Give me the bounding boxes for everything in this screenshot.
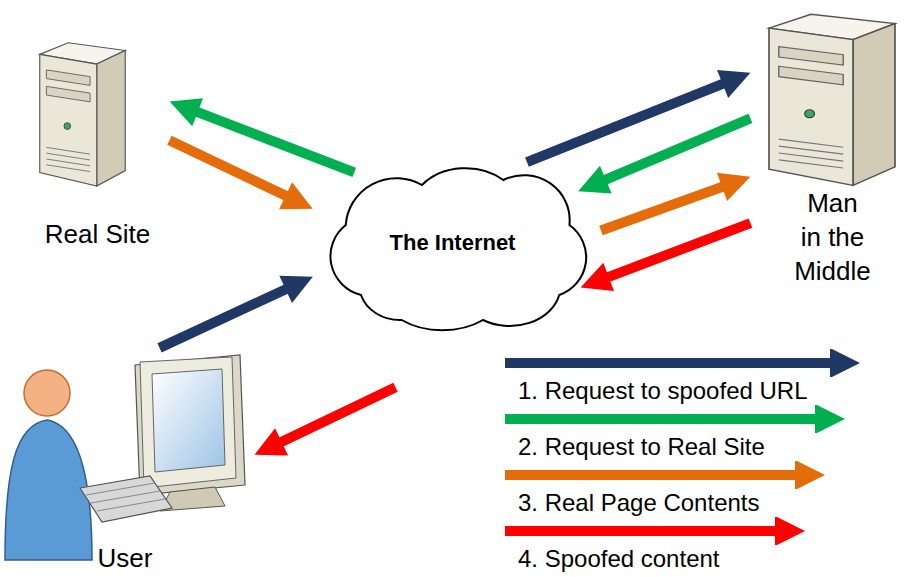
arrow-head	[578, 166, 611, 194]
flow-arrow	[169, 140, 312, 209]
keyboard	[80, 476, 172, 522]
legend-swatch-area	[505, 349, 862, 377]
legend-text: 1. Request to spoofed URL	[518, 377, 862, 405]
legend-swatch	[505, 461, 825, 489]
arrow-head	[279, 182, 313, 209]
arrow-shaft	[280, 387, 396, 443]
legend-swatch-area	[505, 405, 847, 433]
flow-arrow	[601, 173, 750, 231]
arrow-shaft	[505, 414, 817, 424]
server-icon	[769, 14, 895, 185]
monitor-back	[135, 355, 245, 495]
legend: 1. Request to spoofed URL 2. Request to R…	[505, 349, 862, 573]
flow-arrow	[160, 276, 313, 348]
legend-swatch	[505, 517, 805, 545]
arrow-shaft	[505, 358, 832, 368]
arrow-head	[717, 70, 750, 98]
legend-swatch	[505, 405, 845, 433]
person-head	[24, 370, 70, 416]
key-row	[91, 491, 160, 503]
arrow-shaft	[505, 526, 777, 536]
legend-swatch-area	[505, 461, 827, 489]
cloud-shape	[330, 168, 586, 330]
monitor-bezel	[140, 357, 236, 488]
arrow-head	[717, 173, 750, 201]
legend-item: 1. Request to spoofed URL	[505, 349, 862, 405]
node-label: Man in the Middle	[794, 186, 871, 288]
user-illustration	[5, 355, 245, 560]
legend-swatch-area	[505, 517, 807, 545]
legend-item: 3. Real Page Contents	[505, 461, 862, 517]
arrow-shaft	[604, 118, 750, 180]
arrow-head	[279, 276, 313, 303]
arrow-head	[170, 98, 203, 126]
arrow-shaft	[527, 83, 725, 162]
person-body	[5, 420, 92, 560]
arrow-head	[795, 461, 825, 489]
legend-text: 4. Spoofed content	[518, 545, 862, 573]
key-row	[97, 499, 165, 511]
monitor-screen	[152, 369, 225, 472]
arrow-head	[255, 428, 289, 455]
legend-swatch	[505, 349, 860, 377]
flow-arrow	[170, 98, 355, 172]
arrow-head	[815, 405, 845, 433]
node-label: Real Site	[45, 219, 151, 249]
arrow-head	[830, 349, 860, 377]
arrow-head	[775, 517, 805, 545]
arrow-shaft	[160, 288, 288, 347]
server-icon	[40, 43, 126, 186]
server-node: Man in the Middle	[755, 5, 910, 290]
arrow-shaft	[169, 140, 287, 196]
legend-text: 3. Real Page Contents	[518, 489, 862, 517]
arrow-shaft	[601, 186, 724, 230]
user-node: User	[0, 350, 250, 577]
legend-item: 4. Spoofed content	[505, 517, 862, 573]
node-label: User	[98, 543, 153, 573]
legend-text: 2. Request to Real Site	[518, 433, 862, 461]
server-node: Real Site	[30, 30, 165, 255]
arrow-shaft	[607, 223, 751, 278]
node-label: The Internet	[390, 229, 516, 257]
flow-arrow	[527, 70, 751, 162]
flow-arrow	[581, 223, 751, 291]
arrow-shaft	[505, 470, 797, 480]
flow-arrow	[255, 387, 396, 455]
legend-item: 2. Request to Real Site	[505, 405, 862, 461]
cloud-node: The Internet	[300, 145, 605, 340]
